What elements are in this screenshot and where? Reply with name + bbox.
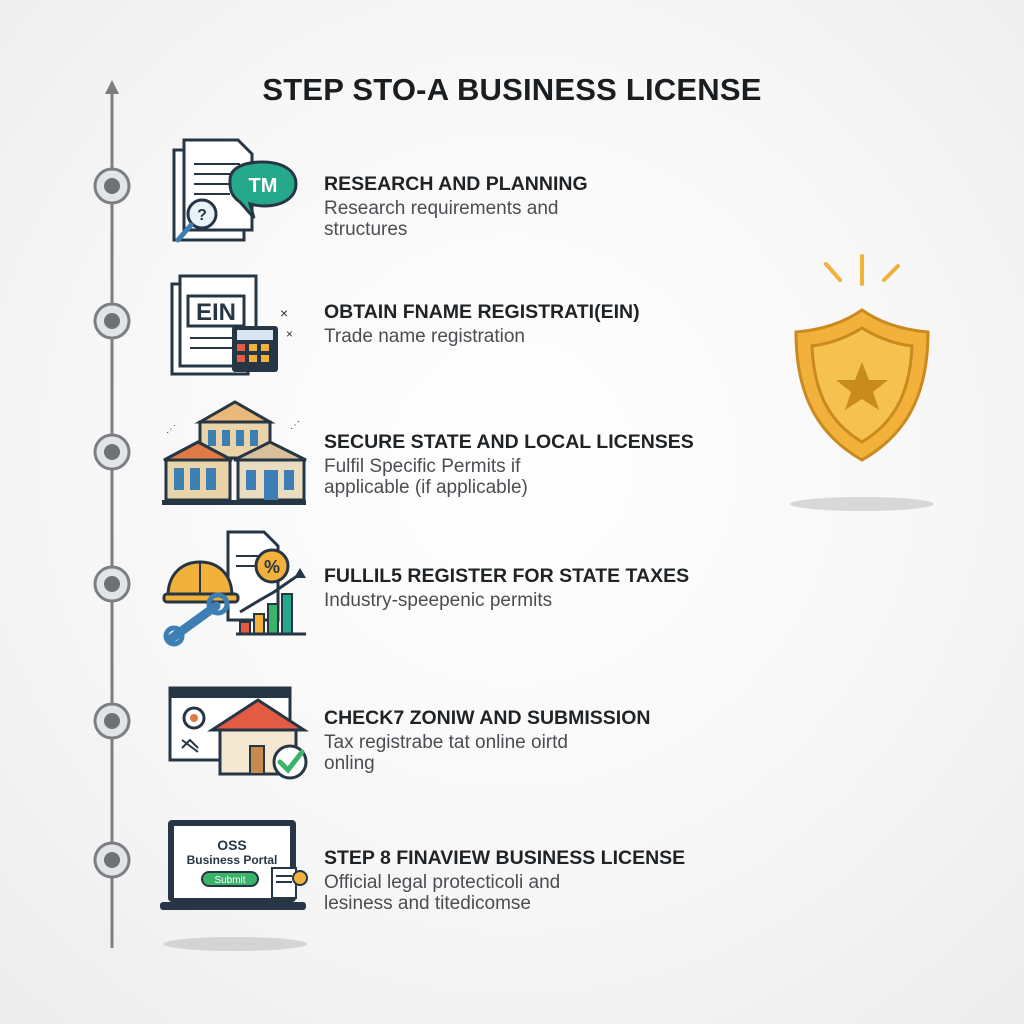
timeline-node <box>93 167 131 205</box>
step-state-taxes: % FULLIL5 REGISTER FOR STATE TAXES Indus… <box>0 530 1024 650</box>
timeline-node <box>93 841 131 879</box>
svg-text:Business Portal: Business Portal <box>187 853 278 867</box>
hardhat-wrench-chart-icon: % <box>160 530 310 650</box>
step-name-registration: EIN × × OBTAIN FNAME REGISTRATI(EIN) Tra… <box>0 268 1024 388</box>
svg-text:×: × <box>280 305 288 321</box>
svg-text:×: × <box>286 327 293 341</box>
timeline-node <box>93 565 131 603</box>
svg-text:EIN: EIN <box>196 299 236 326</box>
step-description: Tax registrabe tat online oirtd onling <box>324 732 568 774</box>
step-description: Official legal protecticoli and lesiness… <box>324 872 561 914</box>
document-magnifier-trademark-icon: ? TM <box>160 130 310 250</box>
shield-star-badge-icon <box>790 254 934 511</box>
ground-shadow <box>163 937 307 951</box>
step-state-local-licenses: ⋰ ⋰ SECURE STATE AND LOCAL LICENSES Fulf… <box>0 398 1024 518</box>
step-text: CHECK7 ZONIW AND SUBMISSION Tax registra… <box>324 706 744 774</box>
step-description: Trade name registration <box>324 326 526 347</box>
oss-business-portal-laptop-icon: OSS Business Portal Submit <box>160 808 310 928</box>
step-text: RESEARCH AND PLANNING Research requireme… <box>324 172 744 240</box>
timeline-node <box>93 302 131 340</box>
step-text: OBTAIN FNAME REGISTRATI(EIN) Trade name … <box>324 300 744 347</box>
svg-text:?: ? <box>197 207 207 224</box>
svg-text:OSS: OSS <box>217 837 247 853</box>
svg-text:Submit: Submit <box>214 875 245 886</box>
svg-text:%: % <box>264 557 280 577</box>
timeline-line <box>105 80 119 948</box>
government-buildings-icon: ⋰ ⋰ <box>160 398 310 518</box>
zoning-house-checkmark-icon <box>160 670 310 790</box>
step-zoning-submission: CHECK7 ZONIW AND SUBMISSION Tax registra… <box>0 670 1024 790</box>
step-research-planning: ? TM RESEARCH AND PLANNING Research requ… <box>0 130 1024 250</box>
page-title: STEP STO-A BUSINESS LICENSE <box>262 72 762 107</box>
timeline-node <box>93 433 131 471</box>
step-heading: FULLIL5 REGISTER FOR STATE TAXES <box>324 565 690 587</box>
step-heading: STEP 8 FINAVIEW BUSINESS LICENSE <box>324 847 686 869</box>
step-text: FULLIL5 REGISTER FOR STATE TAXES Industr… <box>324 564 744 611</box>
step-description: Research requirements and structures <box>324 198 559 240</box>
ein-document-calculator-icon: EIN × × <box>160 268 310 388</box>
timeline <box>90 76 134 956</box>
step-heading: SECURE STATE AND LOCAL LICENSES <box>324 431 694 453</box>
step-heading: CHECK7 ZONIW AND SUBMISSION <box>324 707 651 729</box>
arrow-up-icon <box>105 80 119 94</box>
svg-text:⋰: ⋰ <box>290 420 300 431</box>
step-heading: RESEARCH AND PLANNING <box>324 173 588 195</box>
step-final-license: OSS Business Portal Submit STEP 8 FINAVI… <box>0 808 1024 928</box>
step-description: Fulfil Specific Permits if applicable (i… <box>324 456 528 498</box>
svg-text:TM: TM <box>249 175 278 197</box>
timeline-node <box>93 702 131 740</box>
step-text: STEP 8 FINAVIEW BUSINESS LICENSE Officia… <box>324 846 744 914</box>
step-text: SECURE STATE AND LOCAL LICENSES Fulfil S… <box>324 430 744 498</box>
svg-text:⋰: ⋰ <box>166 424 176 435</box>
step-description: Industry-speepenic permits <box>324 590 553 611</box>
step-heading: OBTAIN FNAME REGISTRATI(EIN) <box>324 301 640 323</box>
